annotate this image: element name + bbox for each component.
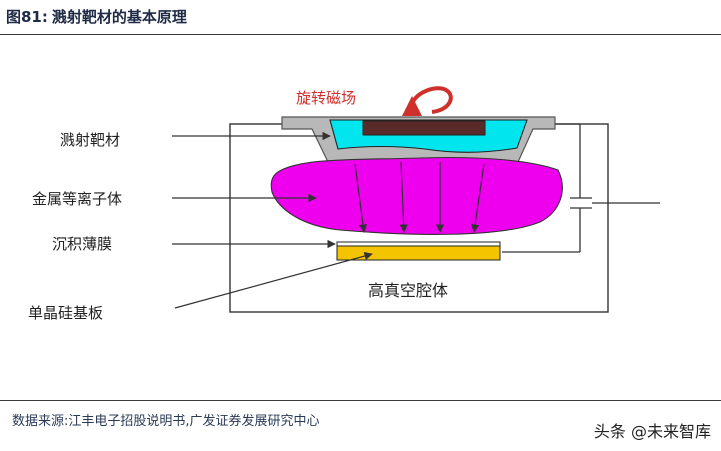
sputter-arrow-2 bbox=[399, 161, 408, 233]
leader-substrate bbox=[174, 251, 373, 309]
label-film: 沉积薄膜 bbox=[52, 235, 112, 253]
label-chamber: 高真空腔体 bbox=[368, 281, 448, 300]
label-plasma: 金属等离子体 bbox=[32, 190, 122, 208]
label-target: 溅射靶材 bbox=[60, 131, 120, 149]
top-divider bbox=[0, 34, 721, 35]
watermark: 头条 @未来智库 bbox=[593, 422, 711, 441]
source-note: 数据来源:江丰电子招股说明书,广发证券发展研究中心 bbox=[12, 414, 320, 429]
sputter-arrows bbox=[354, 161, 485, 233]
rotation-arrow bbox=[401, 86, 453, 117]
sputter-arrow-4 bbox=[470, 163, 485, 233]
sputter-arrow-1 bbox=[354, 163, 368, 233]
leader-lines bbox=[172, 131, 373, 309]
figure-caption: 溅射靶材的基本原理 bbox=[51, 8, 187, 26]
plasma-cloud bbox=[270, 156, 563, 235]
deposited-film bbox=[336, 241, 501, 247]
figure-number: 图81: bbox=[6, 8, 48, 26]
magnet bbox=[362, 120, 486, 136]
substrate bbox=[336, 245, 501, 261]
bottom-divider bbox=[0, 400, 721, 401]
label-magnetic-field: 旋转磁场 bbox=[296, 89, 356, 107]
label-substrate: 单晶硅基板 bbox=[28, 304, 103, 322]
power-lead bbox=[502, 123, 660, 253]
figure-title: 图81:溅射靶材的基本原理 bbox=[6, 6, 187, 27]
